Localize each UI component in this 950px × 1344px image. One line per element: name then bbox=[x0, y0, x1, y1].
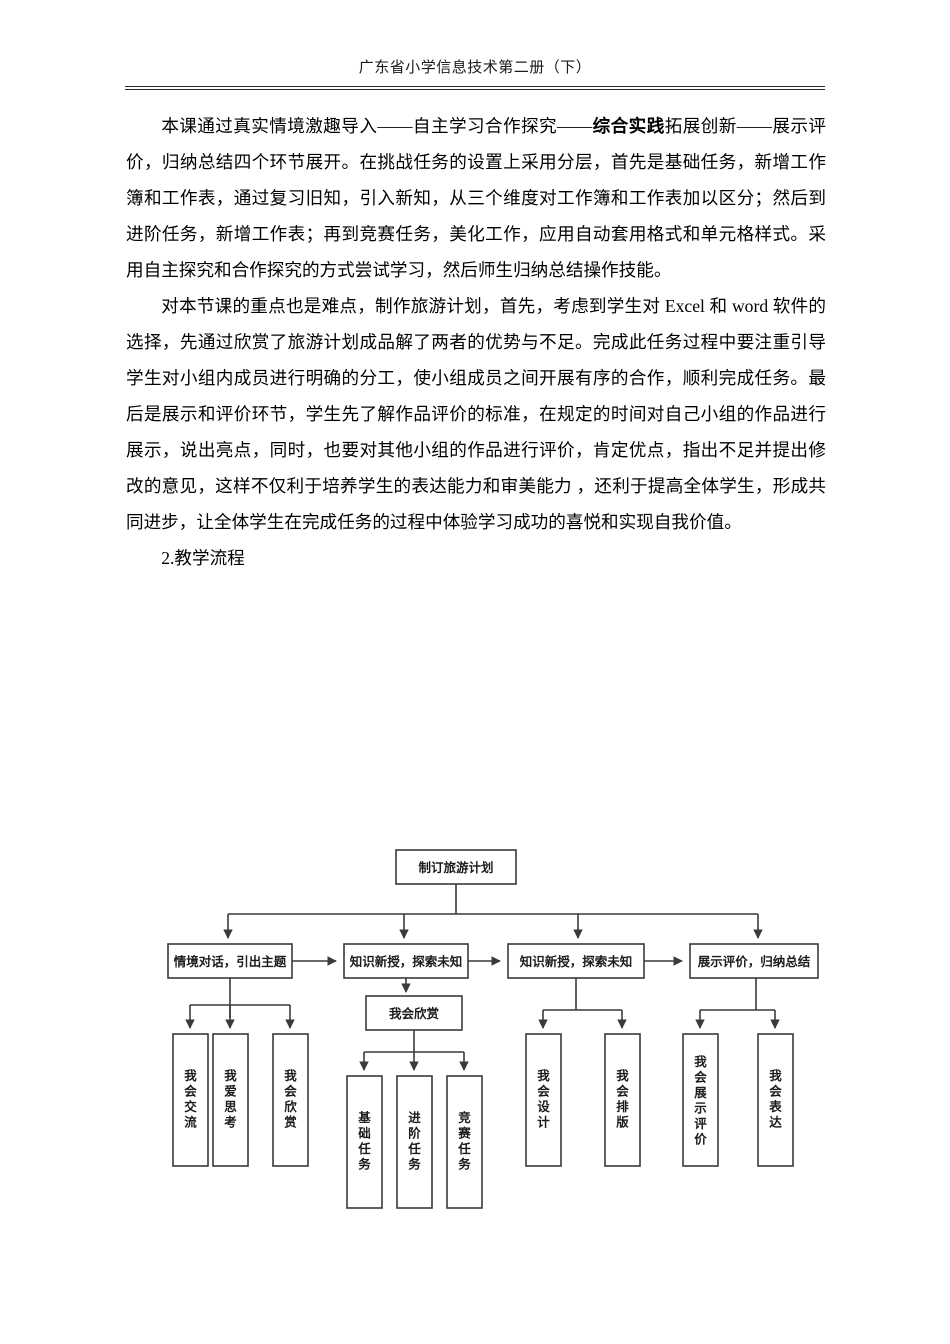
flow-leaf-label-3: 我会欣赏 bbox=[284, 1068, 297, 1130]
svg-text:爱: 爱 bbox=[224, 1084, 237, 1099]
flow-node-root-label: 制订旅游计划 bbox=[418, 860, 493, 875]
header-divider bbox=[125, 86, 825, 87]
svg-text:评: 评 bbox=[694, 1116, 707, 1131]
svg-text:我: 我 bbox=[184, 1068, 197, 1083]
flow-node-level2-4 bbox=[689, 943, 819, 979]
flow-leaf-6 bbox=[446, 1075, 483, 1209]
flow-node-intermediate-label: 我会欣赏 bbox=[389, 1006, 440, 1021]
svg-text:达: 达 bbox=[769, 1115, 782, 1130]
svg-text:交: 交 bbox=[184, 1099, 197, 1114]
flow-leaf-1 bbox=[172, 1033, 209, 1167]
connector-branch1 bbox=[185, 978, 295, 1029]
svg-text:排: 排 bbox=[616, 1099, 629, 1114]
svg-text:会: 会 bbox=[537, 1084, 550, 1099]
flow-leaf-5 bbox=[396, 1075, 433, 1209]
flow-leaf-8 bbox=[604, 1033, 641, 1167]
flow-node-level2-1 bbox=[167, 943, 293, 979]
document-body: 本课通过真实情境激趣导入——自主学习合作探究——综合实践拓展创新——展示评价，归… bbox=[126, 108, 826, 576]
paragraph-2: 对本节课的重点也是难点，制作旅游计划，首先，考虑到学生对 Excel 和 wor… bbox=[126, 296, 826, 532]
paragraph-1-emphasis: 综合实践 bbox=[592, 116, 665, 136]
section-label-teaching-process: 2.教学流程 bbox=[161, 548, 245, 568]
svg-text:设: 设 bbox=[537, 1099, 550, 1114]
connector-branch4 bbox=[695, 978, 780, 1029]
svg-text:计: 计 bbox=[537, 1115, 550, 1130]
svg-text:阶: 阶 bbox=[408, 1126, 421, 1141]
svg-text:会: 会 bbox=[769, 1084, 782, 1099]
connector-intermediate-to-tasks bbox=[359, 1030, 469, 1071]
flow-node-intermediate bbox=[365, 995, 463, 1031]
svg-text:础: 础 bbox=[358, 1126, 371, 1141]
svg-text:展: 展 bbox=[694, 1085, 707, 1100]
flow-leaf-label-6: 竞赛任务 bbox=[457, 1110, 471, 1172]
svg-text:竞: 竞 bbox=[458, 1110, 471, 1125]
svg-text:示: 示 bbox=[693, 1101, 707, 1116]
svg-text:任: 任 bbox=[357, 1141, 371, 1156]
paragraph-1-part-1: 本课通过真实情境激趣导入——自主学习合作探究—— bbox=[161, 116, 593, 136]
flow-node-root bbox=[395, 849, 517, 885]
svg-text:基: 基 bbox=[357, 1110, 371, 1125]
flow-node-level2-label-1: 情境对话，引出主题 bbox=[174, 954, 287, 969]
page-header: 广东省小学信息技术第二册（下） bbox=[125, 58, 825, 78]
flow-leaf-2 bbox=[212, 1033, 249, 1167]
svg-text:任: 任 bbox=[457, 1141, 471, 1156]
svg-text:我: 我 bbox=[769, 1068, 782, 1083]
flow-leaf-label-5: 进阶任务 bbox=[407, 1110, 421, 1172]
svg-text:务: 务 bbox=[408, 1157, 421, 1172]
svg-text:我: 我 bbox=[694, 1054, 707, 1069]
svg-text:我: 我 bbox=[284, 1068, 297, 1083]
svg-text:价: 价 bbox=[694, 1132, 707, 1147]
svg-text:赏: 赏 bbox=[284, 1115, 297, 1130]
connector-root-to-bus bbox=[223, 884, 763, 939]
flow-node-level2-label-4: 展示评价，归纳总结 bbox=[698, 954, 811, 969]
flow-leaf-9 bbox=[682, 1033, 719, 1167]
svg-text:版: 版 bbox=[616, 1115, 629, 1130]
header-divider-secondary bbox=[125, 89, 825, 90]
svg-text:务: 务 bbox=[358, 1157, 371, 1172]
svg-text:会: 会 bbox=[184, 1084, 197, 1099]
teaching-process-flowchart: 制订旅游计划情境对话，引出主题 知识新授，探索未知 知识新授，探索未知 展示评价，归纳… bbox=[0, 830, 950, 1210]
paragraph-1-part-2: 拓展创新——展示评价，归纳总结四个环节展开。在挑战任务的设置上采用分层，首先是基… bbox=[126, 116, 826, 280]
svg-text:务: 务 bbox=[458, 1157, 471, 1172]
flow-leaf-10 bbox=[757, 1033, 794, 1167]
flow-leaf-3 bbox=[272, 1033, 309, 1167]
svg-text:会: 会 bbox=[284, 1084, 297, 1099]
svg-text:考: 考 bbox=[224, 1115, 237, 1130]
svg-text:我: 我 bbox=[224, 1068, 237, 1083]
flow-node-level2-label-2: 知识新授，探索未知 bbox=[349, 954, 463, 969]
svg-text:表: 表 bbox=[768, 1099, 782, 1114]
header-title: 广东省小学信息技术第二册（下） bbox=[358, 60, 592, 76]
svg-text:会: 会 bbox=[694, 1070, 707, 1085]
svg-text:欣: 欣 bbox=[284, 1099, 297, 1114]
svg-text:思: 思 bbox=[224, 1099, 237, 1114]
svg-text:我: 我 bbox=[616, 1068, 629, 1083]
svg-text:流: 流 bbox=[184, 1115, 197, 1130]
svg-text:会: 会 bbox=[616, 1084, 629, 1099]
svg-text:赛: 赛 bbox=[457, 1126, 471, 1141]
flow-node-level2-label-3: 知识新授，探索未知 bbox=[519, 954, 633, 969]
svg-text:进: 进 bbox=[408, 1110, 421, 1125]
connector-branch3 bbox=[538, 978, 627, 1029]
paragraph-1: 本课通过真实情境激趣导入——自主学习合作探究——综合实践拓展创新——展示评价，归… bbox=[126, 108, 826, 288]
flow-leaf-4 bbox=[346, 1075, 383, 1209]
flow-leaf-7 bbox=[525, 1033, 562, 1167]
flow-leaf-label-4: 基础任务 bbox=[357, 1110, 371, 1172]
svg-text:我: 我 bbox=[537, 1068, 550, 1083]
svg-text:任: 任 bbox=[407, 1141, 421, 1156]
